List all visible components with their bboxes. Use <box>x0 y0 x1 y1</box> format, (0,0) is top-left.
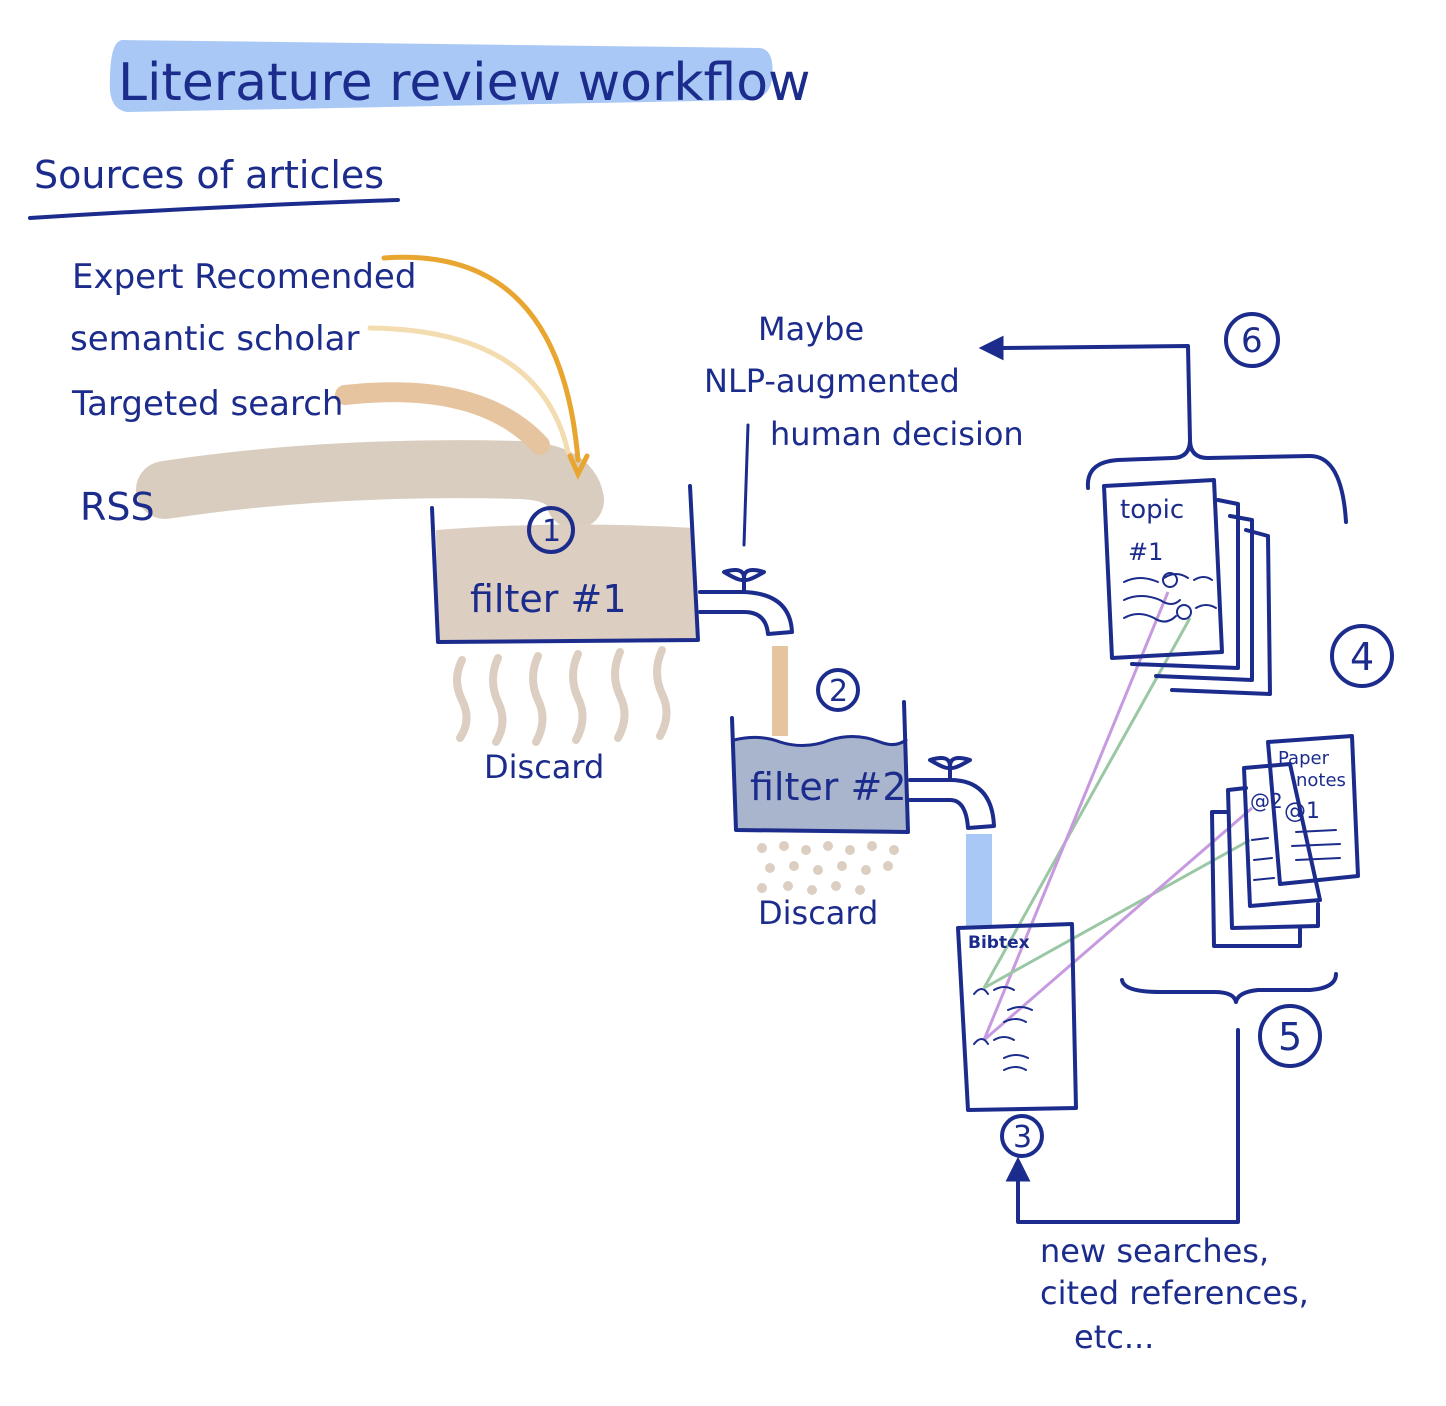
link-purple-topic <box>982 591 1170 1041</box>
paper-note-label-line-2: notes <box>1296 770 1346 791</box>
filter-2-discard: Discard <box>758 894 878 932</box>
title-highlight <box>109 40 773 112</box>
filter-2-group: 2 filter #2 Discard <box>730 646 996 932</box>
expert-stream <box>381 254 581 463</box>
filter-1-step: 1 <box>542 514 561 549</box>
topic-page-back-2 <box>1154 514 1254 682</box>
filter-1-step-circle <box>527 506 575 554</box>
paper-notes-brace <box>1120 972 1338 1004</box>
source-targeted-search: Targeted search <box>71 384 343 424</box>
feedback-line-2: cited references, <box>1040 1274 1309 1312</box>
loop-6-line <box>998 344 1192 442</box>
loop-6-arrowhead <box>978 335 1004 361</box>
semantic-scholar-stream <box>367 325 571 455</box>
paper-note-ref-2: @2 <box>1250 789 1283 813</box>
decision-line-2: NLP-augmented <box>704 362 960 400</box>
filter-2-to-bibtex-flow <box>966 834 992 928</box>
topic-ref-dot-2 <box>1176 604 1192 620</box>
filter-1-discard-streaks <box>453 646 671 746</box>
topic-step-circle <box>1330 624 1394 688</box>
topic-step: 4 <box>1350 635 1374 679</box>
sources-heading-underline <box>28 198 400 220</box>
paper-note-middle <box>1242 762 1322 908</box>
tap-1-icon <box>698 590 794 636</box>
paper-note-lines <box>1251 829 1341 881</box>
tap-1-to-decision-line <box>742 423 750 547</box>
title-group: Literature review workflow <box>109 40 811 113</box>
source-semantic-scholar: semantic scholar <box>70 319 359 359</box>
tap-1-handle-icon <box>722 568 766 594</box>
bibtex-step-circle <box>1000 1114 1044 1158</box>
topic-page-back-1 <box>1130 498 1240 670</box>
link-purple-notes <box>983 806 1253 1042</box>
paper-note-label-line-1: Paper <box>1278 748 1330 769</box>
sources-heading: Sources of articles <box>34 153 384 197</box>
filter-1-tank <box>430 484 700 644</box>
decision-line-3: human decision <box>770 415 1024 453</box>
paper-note-back-2 <box>1210 810 1302 948</box>
targeted-search-stream <box>335 382 550 455</box>
paper-notes-group: @2 Paper notes @1 <box>1210 734 1360 948</box>
filter-2-waterline <box>732 735 908 747</box>
topic-page-back-3 <box>1170 528 1272 696</box>
feedback-group: 6 5 new searches, cited references, etc.… <box>978 312 1348 1356</box>
loop-6-step-circle <box>1224 312 1280 368</box>
filter-1-discard: Discard <box>484 748 604 786</box>
filter-2-step: 2 <box>829 674 848 709</box>
loop-5-step: 5 <box>1278 1015 1302 1059</box>
tap-2-icon <box>908 778 996 830</box>
expert-stream-arrowhead <box>567 453 590 480</box>
loop-5-arrowhead <box>1005 1156 1031 1182</box>
filter-1-label: filter #1 <box>470 577 627 621</box>
decision-line-1: Maybe <box>758 310 864 348</box>
bibtex-entry-lines <box>973 986 1033 1071</box>
topic-ref-dot-1 <box>1162 572 1178 588</box>
filter-2-step-circle <box>816 668 860 712</box>
rss-stream <box>136 440 604 529</box>
filter-1-group: 1 filter #1 Discard <box>430 423 794 786</box>
bibtex-label: Bibtex <box>968 933 1030 953</box>
link-green-notes <box>983 838 1251 990</box>
topic-label-line-1: topic <box>1120 495 1184 525</box>
title: Literature review workflow <box>118 53 811 113</box>
source-expert: Expert Recomended <box>72 257 416 297</box>
paper-note-ref-1: @1 <box>1284 799 1320 824</box>
loop-5-line <box>1016 1028 1240 1224</box>
bibtex-group: Bibtex 3 <box>956 922 1078 1158</box>
filter-2-label: filter #2 <box>750 765 907 809</box>
filter-2-discard-dots <box>757 841 899 895</box>
topic-page <box>1102 478 1224 660</box>
loop-6-step: 6 <box>1241 321 1263 361</box>
bibtex-page <box>956 922 1078 1112</box>
tap-2-handle-icon <box>928 756 972 782</box>
loop-5-step-circle <box>1258 1004 1322 1068</box>
filter-2-liquid <box>734 736 906 830</box>
filter-2-tank <box>730 700 910 834</box>
topic-text-lines <box>1123 573 1217 623</box>
paper-note-front <box>1266 734 1360 886</box>
filter-1-to-2-flow <box>772 646 788 736</box>
sources-group: Sources of articles Expert Recomended se… <box>28 153 604 529</box>
feedback-line-3: etc... <box>1074 1318 1154 1356</box>
topic-label-line-2: #1 <box>1128 538 1163 566</box>
source-rss: RSS <box>80 485 155 529</box>
bibtex-step: 3 <box>1013 1120 1032 1155</box>
decision-group: Maybe NLP-augmented human decision <box>704 310 1024 453</box>
feedback-line-1: new searches, <box>1040 1232 1269 1270</box>
topic-group: topic #1 4 <box>1102 478 1394 696</box>
filter-1-liquid <box>436 524 698 640</box>
